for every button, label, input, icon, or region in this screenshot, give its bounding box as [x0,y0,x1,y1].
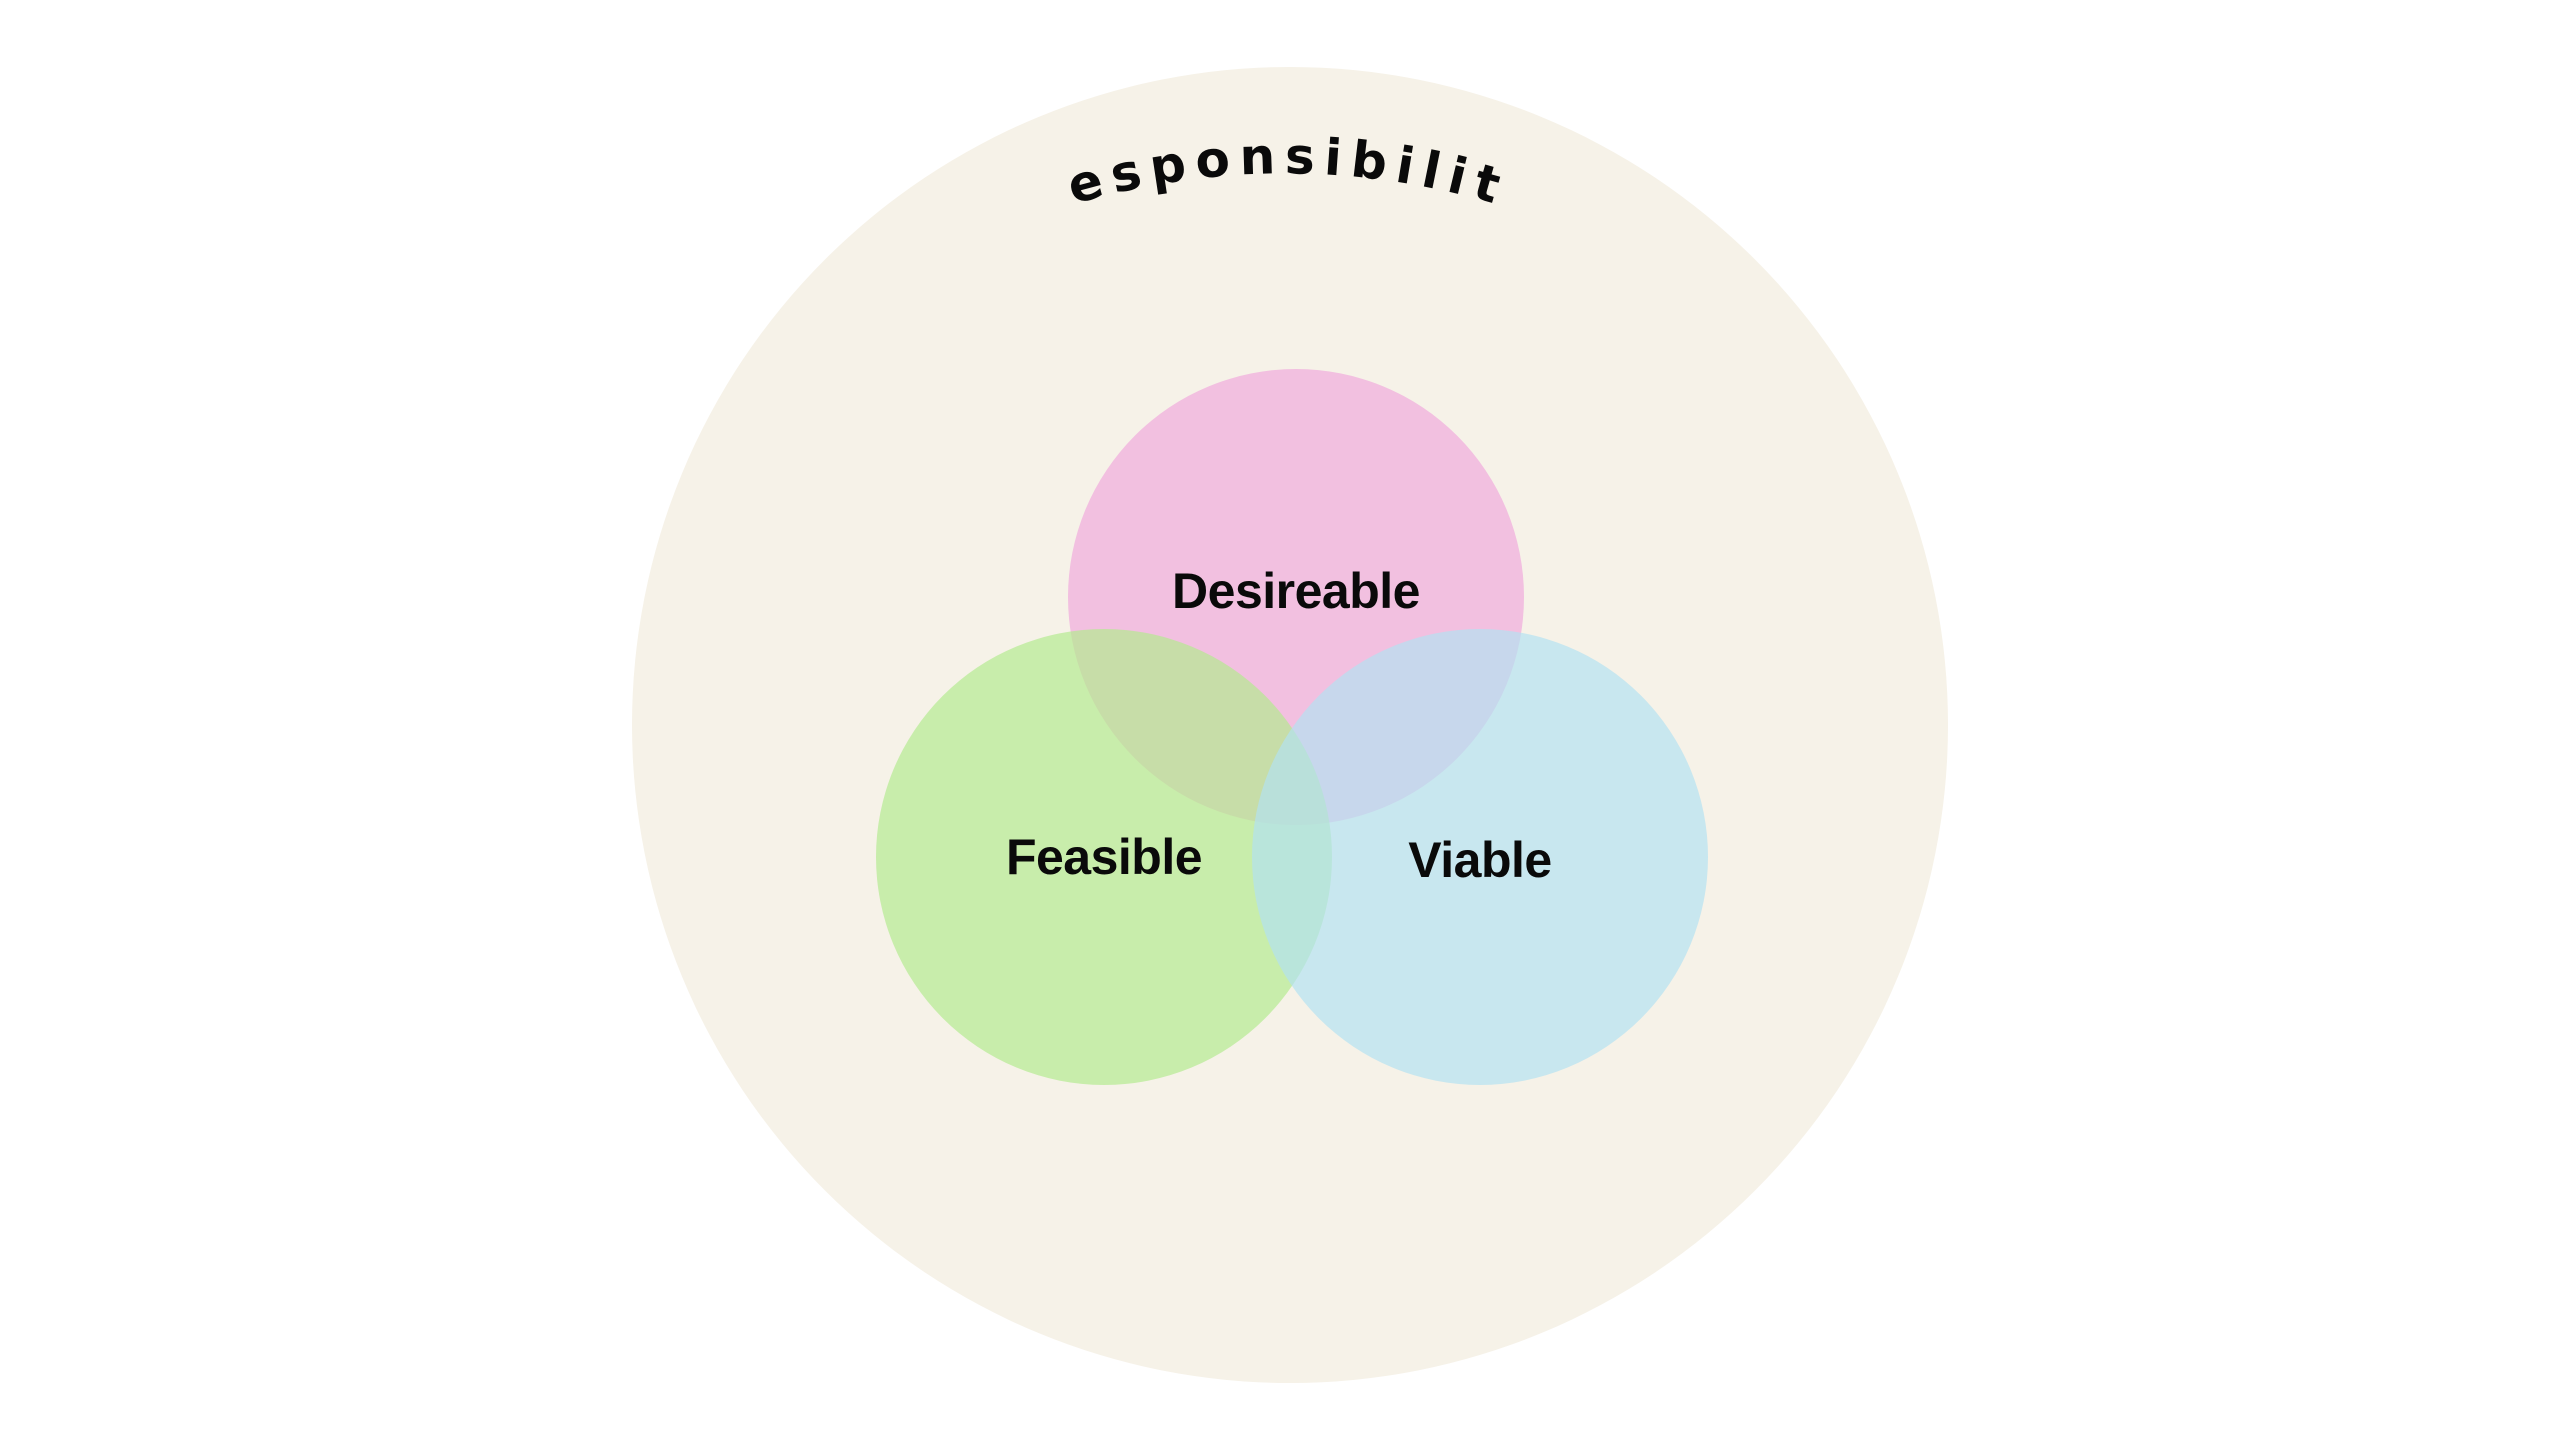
desireable-label: Desireable [1172,563,1420,619]
feasible-label: Feasible [1006,829,1202,885]
venn-circles [876,369,1708,1085]
viable-label: Viable [1408,832,1551,888]
feasible-circle [876,629,1332,1085]
viable-circle [1252,629,1708,1085]
